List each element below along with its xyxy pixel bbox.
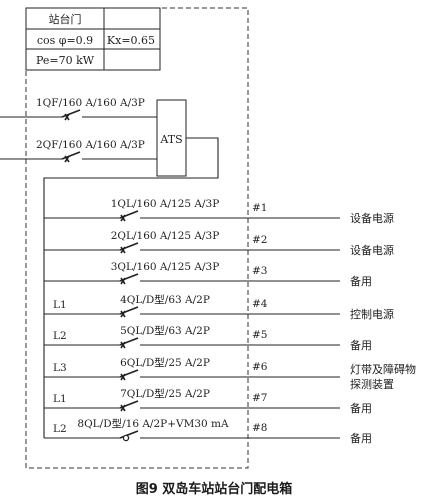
phase-label: L1: [53, 393, 67, 405]
circuit-number: #5: [252, 329, 267, 341]
feeder-breaker-label: 1QL/160 A/125 A/3P: [111, 198, 220, 210]
feeder-breaker-label: 4QL/D型/63 A/2P: [120, 293, 210, 306]
feeder-circuit: 3QL/160 A/125 A/3P #3 备用: [44, 261, 372, 288]
feeder-breaker-label: 6QL/D型/25 A/2P: [120, 356, 210, 369]
phase-label: L3: [53, 362, 67, 374]
box-boundary: [25, 7, 249, 469]
feeder-breaker-label: 8QL/D型/16 A/2P+VM30 mA: [77, 417, 229, 430]
breaker-trip-mark: [120, 373, 126, 381]
breaker-trip-mark: [120, 310, 126, 318]
load-label: 备用: [350, 431, 372, 445]
circuit-number: #2: [252, 234, 267, 246]
load-label: 备用: [350, 274, 372, 288]
circuit-number: #6: [252, 361, 268, 373]
phase-label: L2: [53, 330, 67, 342]
feeder-breaker-label: 3QL/160 A/125 A/3P: [111, 261, 220, 273]
circuit-number: #7: [252, 392, 267, 404]
phase-label: L2: [53, 423, 67, 435]
feeder-breaker-label: 7QL/D型/25 A/2P: [120, 387, 210, 400]
feeder-circuit: L2 5QL/D型/63 A/2P #5 备用: [44, 324, 372, 352]
power-factor: cos φ=0.9: [37, 34, 93, 47]
parameter-table: 站台门 cos φ=0.9 Kx=0.65 Pe=70 kW: [25, 7, 161, 71]
breaker-trip-mark: [120, 404, 126, 412]
feeder-breaker-label: 5QL/D型/63 A/2P: [120, 324, 210, 337]
feeder-circuit: L1 7QL/D型/25 A/2P #7 备用: [44, 387, 372, 415]
circuit-number: #3: [252, 265, 267, 277]
feeder-circuit: 1QL/160 A/125 A/3P #1 设备电源: [44, 198, 394, 225]
feeder-circuit: L1 4QL/D型/63 A/2P #4 控制电源: [44, 293, 394, 321]
incoming-breaker-label: 1QF/160 A/160 A/3P: [36, 97, 145, 109]
load-label: 探测装置: [350, 378, 394, 391]
breaker-trip-mark: [64, 155, 70, 163]
circuit-number: #4: [252, 298, 268, 310]
breaker-trip-mark: [120, 214, 126, 222]
busbar: [43, 137, 219, 438]
ats-box: [156, 99, 187, 177]
incoming-circuits: 1QF/160 A/160 A/3P 2QF/160 A/160 A/3P: [0, 97, 157, 163]
load-label: 灯带及障碍物: [350, 362, 416, 376]
feeder-circuit: 2QL/160 A/125 A/3P #2 设备电源: [44, 230, 394, 257]
breaker-trip-mark: [120, 277, 126, 285]
breaker-trip-mark: [120, 341, 126, 349]
rcd-symbol: [122, 434, 130, 442]
feeder-breaker-label: 2QL/160 A/125 A/3P: [111, 230, 220, 242]
incoming-circuit: 1QF/160 A/160 A/3P: [0, 97, 157, 121]
ats-label: ATS: [159, 133, 182, 146]
breaker-contact: [61, 109, 81, 118]
incoming-breaker-label: 2QF/160 A/160 A/3P: [36, 139, 145, 151]
rated-power: Pe=70 kW: [36, 54, 95, 67]
demand-coefficient: Kx=0.65: [107, 34, 155, 47]
incoming-circuit: 2QF/160 A/160 A/3P: [0, 139, 157, 163]
load-label: 设备电源: [350, 211, 394, 225]
breaker-trip-mark: [120, 246, 126, 254]
load-label: 备用: [350, 401, 372, 415]
load-label: 控制电源: [350, 307, 394, 321]
circuit-number: #8: [252, 422, 267, 434]
circuit-number: #1: [252, 202, 267, 214]
figure-caption: 图9 双岛车站站台门配电箱: [135, 482, 293, 497]
load-label: 备用: [350, 338, 372, 352]
load-label: 设备电源: [350, 243, 394, 257]
breaker-contact: [61, 151, 81, 160]
breaker-trip-mark: [64, 113, 70, 121]
table-title: 站台门: [49, 12, 82, 26]
feeder-circuit: L2 8QL/D型/16 A/2P+VM30 mA #8 备用: [44, 417, 372, 445]
phase-label: L1: [53, 299, 67, 311]
